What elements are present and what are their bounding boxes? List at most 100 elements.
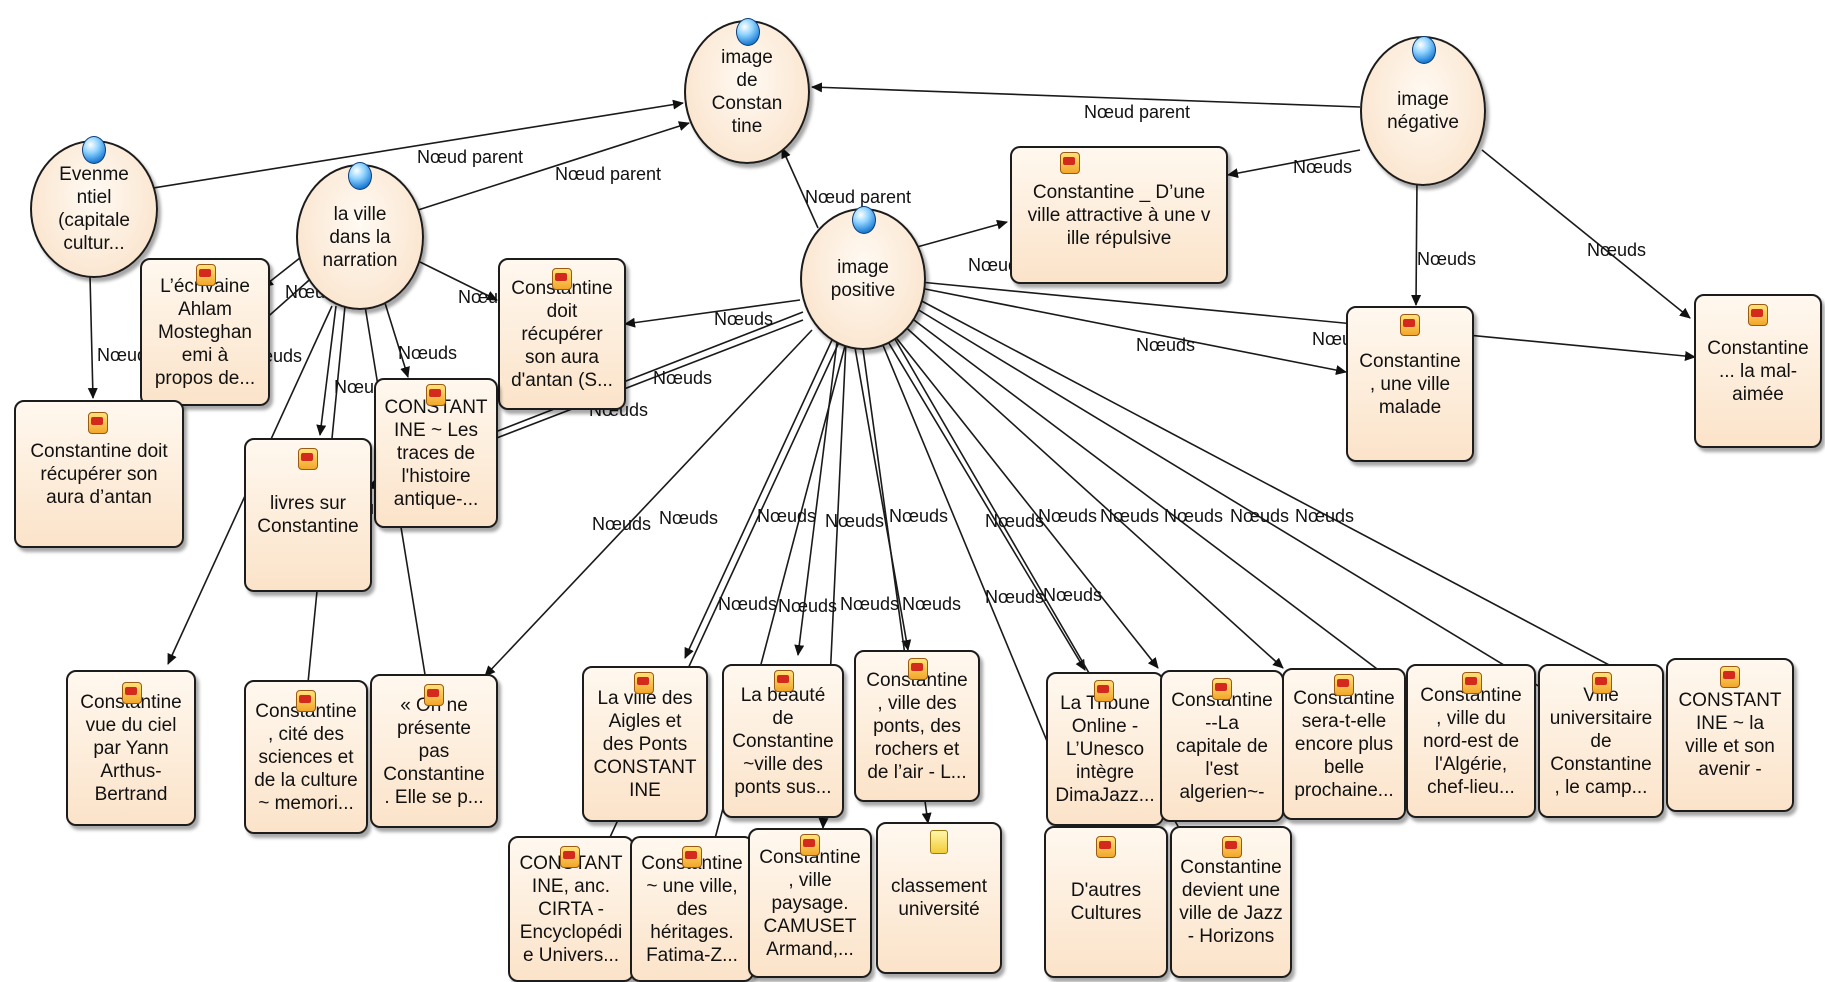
concept-globe-icon [82,136,106,164]
node-label: Constantine , cité des sciences et de la… [254,701,358,814]
node-label: la ville dans la narration [322,203,398,271]
resource-cite-des-sciences[interactable]: Constantine , cité des sciences et de la… [244,680,368,834]
node-label: image de Constan tine [711,47,783,137]
resource-ville-universitaire[interactable]: Ville universitaire de Constantine , le … [1538,664,1664,818]
edge-label: Nœuds [825,511,884,531]
pdf-icon [552,268,572,290]
edge-pos-beaute [794,341,838,656]
edge-pos-belle [899,321,1284,669]
edge-evt-img [121,99,684,194]
resource-ville-malade[interactable]: Constantine , une ville malade [1346,306,1474,462]
edge-ville-img [417,121,690,211]
concept-image-positive[interactable]: image positive [800,206,926,350]
node-label: Ville universitaire de Constantine , le … [1549,684,1653,798]
node-label: Constantine doit récupérer son aura d’an… [30,440,168,508]
edge-label: Nœuds [902,594,961,614]
pdf-icon [774,670,794,692]
resource-heritages[interactable]: Constantine ~ une ville, des héritages. … [630,836,754,982]
node-label: Constantine , ville du nord-est de l'Alg… [1420,684,1522,798]
edge-label: Nœuds [1417,249,1476,269]
edge-label: Nœuds [714,309,773,329]
edge-label: Nœuds [592,514,651,534]
resource-doit-recuperer-aura[interactable]: Constantine doit récupérer son aura d’an… [14,400,184,548]
resource-ville-attractive[interactable]: Constantine _ D’une ville attractive à u… [1010,146,1228,284]
node-label: Constantine ~ une ville, des héritages. … [641,853,742,966]
edge-label: Nœuds [1136,335,1195,355]
edge-neg-attr [1227,149,1361,179]
node-label: CONSTANT INE ~ Les traces de l'histoire … [384,396,488,510]
resource-beaute[interactable]: La beauté de Constantine ~ville des pont… [722,664,844,818]
edge-pos-presente [484,329,813,677]
node-label: La ville des Aigles et des Ponts CONSTAN… [593,687,697,801]
edge-pos-traces [484,311,804,438]
edge-label: Nœuds [653,368,712,388]
pdf-icon [1400,314,1420,336]
resource-ville-de-jazz[interactable]: Constantine devient une ville de Jazz - … [1170,826,1292,978]
node-label: La beauté de Constantine ~ville des pont… [732,684,834,798]
pdf-icon [1748,304,1768,326]
node-label: « On ne présente pas Constantine . Elle … [383,694,485,808]
resource-ville-et-avenir[interactable]: CONSTANT INE ~ la ville et son avenir - [1666,658,1794,812]
pdf-icon [298,448,318,470]
edge-pos-img [781,147,819,229]
edge-pos-univ [911,305,1551,694]
edge-pos-avenir [915,297,1663,694]
edge-pos-malade [919,287,1347,375]
concept-globe-icon [736,18,760,46]
pdf-icon [1212,678,1232,700]
resource-cirta[interactable]: CONSTANT INE, anc. CIRTA - Encyclopédi e… [508,836,634,982]
pdf-icon [1094,680,1114,702]
node-label: La Tribune Online - L’Unesco intègre Dim… [1055,692,1155,806]
pdf-icon [1334,674,1354,696]
edge-label: Nœuds [1043,585,1102,605]
concept-image-negative[interactable]: image négative [1360,36,1486,186]
edge-neg-img [811,82,1361,108]
edge-ville-doitS [419,261,498,301]
edge-label: Nœuds [1295,506,1354,526]
resource-on-ne-presente[interactable]: « On ne présente pas Constantine . Elle … [370,674,498,828]
concept-image-de-constantine[interactable]: image de Constan tine [684,18,810,164]
resource-livres[interactable]: livres sur Constantine [244,438,372,592]
edge-pos-capitale [889,329,1159,669]
resource-tribune-online[interactable]: La Tribune Online - L’Unesco intègre Dim… [1046,672,1164,826]
resource-mal-aimee[interactable]: Constantine ... la mal- aimée [1694,294,1822,448]
resource-nord-est[interactable]: Constantine , ville du nord-est de l'Alg… [1406,664,1536,818]
edge-label: Nœuds [985,511,1044,531]
edge-label: Nœuds [1100,506,1159,526]
pdf-icon [682,846,702,868]
concept-la-ville-dans-la-narration[interactable]: la ville dans la narration [296,162,424,310]
edge-ville-traces [384,302,410,378]
resource-traces-histoire[interactable]: CONSTANT INE ~ Les traces de l'histoire … [374,378,498,528]
pdf-icon [1592,672,1612,694]
pdf-icon [426,384,446,406]
resource-doit-recuperer-s[interactable]: Constantine doit récupérer son aura d'an… [498,258,626,410]
pdf-icon [800,834,820,856]
node-label: image négative [1387,89,1459,133]
resource-plus-belle[interactable]: Constantine sera-t-elle encore plus bell… [1282,668,1406,820]
node-label: Constantine sera-t-elle encore plus bell… [1293,687,1395,801]
concept-globe-icon [1412,36,1436,64]
node-label: Constantine _ D’une ville attractive à u… [1027,181,1211,249]
edge-label: Nœuds [398,343,457,363]
pdf-icon [908,658,928,680]
resource-ahlam-mosteghanemi[interactable]: L’écrivaine Ahlam Mosteghan emi à propos… [140,258,270,406]
node-label: L’écrivaine Ahlam Mosteghan emi à propos… [154,275,256,389]
resource-autres-cultures[interactable]: D'autres Cultures [1044,826,1168,978]
resource-ville-paysage[interactable]: Constantine , ville paysage. CAMUSET Arm… [748,828,872,978]
edge-neg-malaimee [1481,149,1691,319]
pdf-icon [424,684,444,706]
node-label: classement université [890,876,988,920]
node-label: CONSTANT INE, anc. CIRTA - Encyclopédi e… [519,853,623,966]
edge-label: Nœuds [757,506,816,526]
pdf-icon [122,682,142,704]
resource-ponts-rochers[interactable]: Constantine , ville des ponts, des roche… [854,650,980,802]
resource-classement-universite[interactable]: classement université [876,822,1002,974]
edge-label: Nœuds [1038,506,1097,526]
resource-aigles-et-ponts[interactable]: La ville des Aigles et des Ponts CONSTAN… [582,666,708,822]
concept-evenementiel[interactable]: Evenme ntiel (capitale cultur... [30,136,158,278]
node-label: Constantine , ville paysage. CAMUSET Arm… [759,846,861,960]
pdf-icon [88,412,108,434]
resource-capitale-est[interactable]: Constantine --La capitale de l'est alger… [1160,670,1284,822]
resource-vue-du-ciel[interactable]: Constantine vue du ciel par Yann Arthus-… [66,670,196,826]
